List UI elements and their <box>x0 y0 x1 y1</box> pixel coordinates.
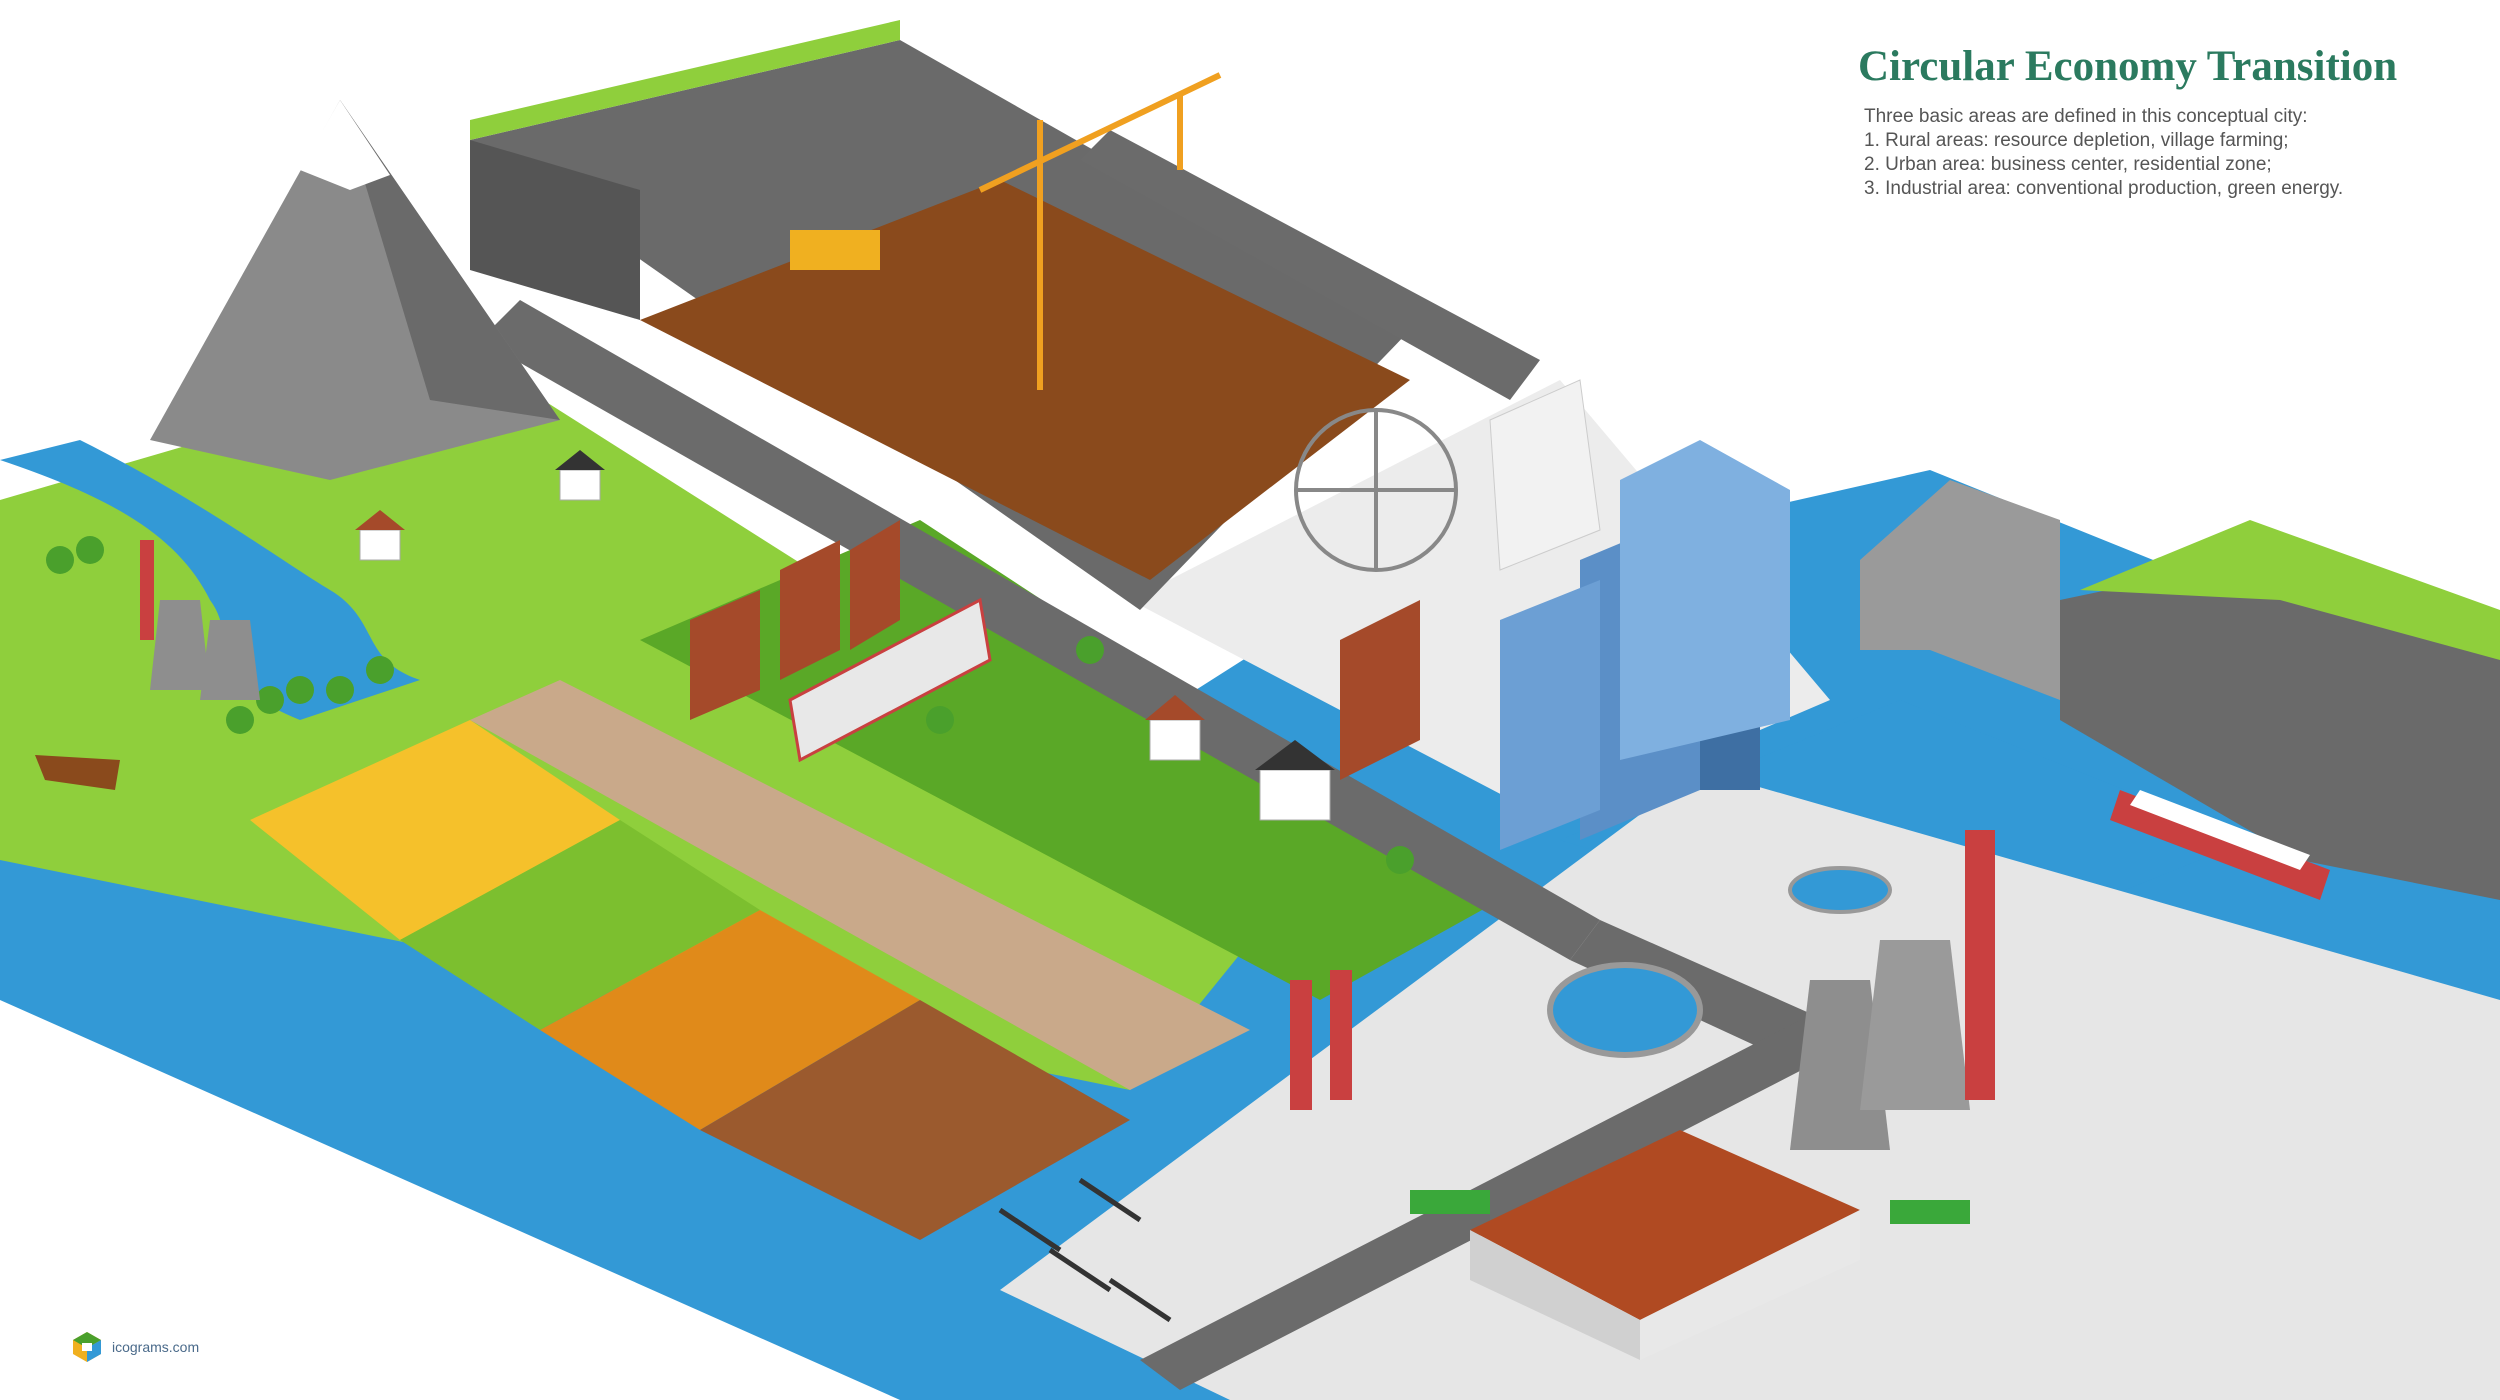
tree-icon <box>46 536 1414 874</box>
ship-icon <box>35 755 2330 900</box>
factory-building <box>1470 1130 1860 1360</box>
description-line: 1. Rural areas: resource depletion, vill… <box>1864 130 2289 151</box>
cooling-tower-icon <box>140 540 260 700</box>
page-title: Circular Economy Transition <box>1858 43 2398 90</box>
description-line: 2. Urban area: business center, resident… <box>1864 154 2272 175</box>
power-plant <box>1290 830 1995 1150</box>
house-icon <box>355 450 1335 821</box>
apartment-blocks <box>690 520 992 763</box>
business-center <box>1340 379 1790 850</box>
description-list: Three basic areas are defined in this co… <box>1858 105 2468 201</box>
cliff-right <box>2060 520 2500 900</box>
truck-icon <box>790 230 1970 1224</box>
logo-icon <box>73 1332 101 1362</box>
dam-icon <box>1860 480 2060 700</box>
crane-icon <box>978 72 1222 390</box>
description-line: Three basic areas are defined in this co… <box>1864 106 2308 127</box>
oil-pump-icon <box>998 1177 1172 1323</box>
farm-fields <box>250 680 1250 1240</box>
logo[interactable]: icograms.com <box>70 1330 199 1364</box>
logo-text[interactable]: icograms.com <box>112 1339 200 1355</box>
ferris-wheel-icon <box>1294 408 1458 572</box>
river <box>0 440 420 720</box>
description-line: 3. Industrial area: conventional product… <box>1864 178 2344 199</box>
title-block: Circular Economy Transition Three basic … <box>1858 42 2468 201</box>
mountain-icon <box>150 100 560 480</box>
construction-site <box>470 20 1410 610</box>
